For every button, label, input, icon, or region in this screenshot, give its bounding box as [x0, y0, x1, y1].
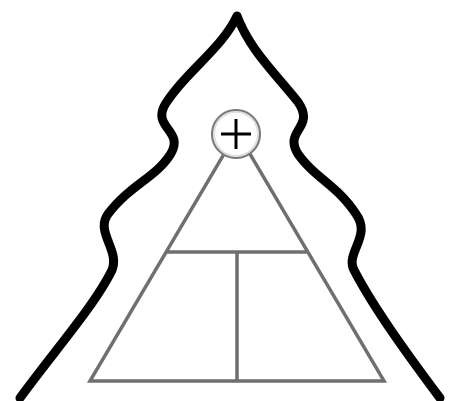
plus-circle-icon: [212, 110, 260, 158]
tree-outline: [20, 16, 440, 398]
